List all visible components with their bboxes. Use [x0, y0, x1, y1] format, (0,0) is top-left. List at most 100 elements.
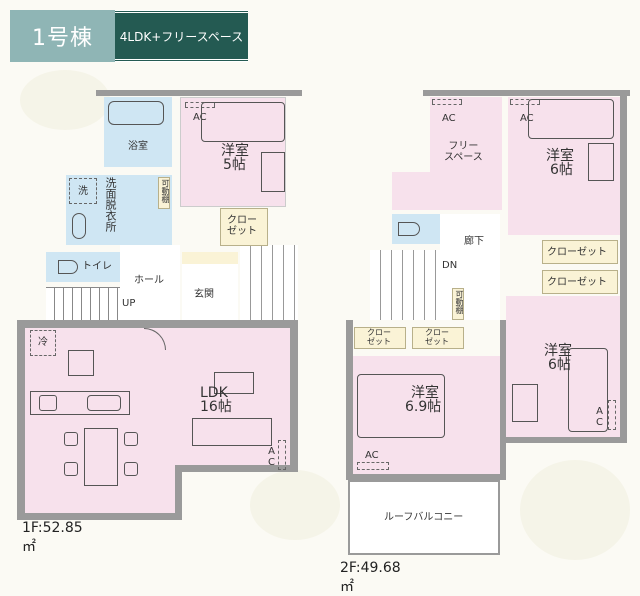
ac-unit: [278, 440, 286, 470]
bed-icon: [201, 102, 285, 142]
closet-wide-2: クローゼット: [542, 270, 618, 294]
wall: [620, 90, 627, 440]
stair-steps: [240, 245, 298, 320]
ac-label: A C: [268, 446, 275, 468]
room-toilet-2f: [392, 214, 440, 244]
ac-unit: [608, 400, 616, 430]
wall: [17, 320, 25, 520]
room-bath: 浴室: [104, 97, 172, 167]
wall: [290, 320, 298, 472]
wall: [346, 474, 506, 480]
room-western-6b: 洋室 6帖 A C: [506, 296, 620, 437]
ac-unit: [432, 99, 462, 105]
background-leaf: [250, 470, 340, 540]
bath-label: 浴室: [128, 141, 148, 152]
room-ldk-lower: [25, 420, 175, 513]
kitchen-counter: [30, 391, 130, 415]
floor-2-area: 2F:49.68㎡: [340, 560, 401, 595]
bed-icon: [357, 374, 445, 438]
desk-icon: [512, 384, 538, 422]
header: 1号棟 4LDK+フリースペース: [10, 10, 248, 62]
movable-shelf: 可動棚: [158, 177, 170, 209]
chair-icon: [124, 462, 138, 476]
bed-icon: [528, 99, 614, 139]
wall: [500, 437, 627, 443]
chair-icon: [124, 432, 138, 446]
stove-icon: [39, 395, 57, 411]
ac-label: AC: [442, 113, 456, 124]
wall: [17, 513, 177, 520]
wall: [423, 90, 630, 96]
up-label: UP: [122, 298, 136, 309]
wall: [96, 90, 302, 96]
corridor-label: 廊下: [464, 236, 484, 247]
ac-unit: [510, 99, 540, 105]
layout-type: 4LDK+フリースペース: [115, 10, 248, 62]
washer-icon: 洗: [69, 178, 97, 204]
toilet-icon: [398, 222, 420, 236]
sofa-icon: [192, 418, 272, 446]
tv-stand-icon: [214, 372, 254, 394]
wall: [175, 465, 298, 472]
wall: [175, 465, 182, 520]
sink-icon: [72, 213, 86, 239]
western-5-name: 洋室: [221, 143, 249, 159]
western-69-name: 洋室: [411, 385, 439, 401]
background-leaf: [520, 460, 630, 560]
dn-label: DN: [442, 260, 458, 271]
toilet-icon: [58, 260, 78, 274]
stairs-1f: UP: [46, 287, 136, 320]
bathtub-icon: [108, 101, 164, 125]
entrance-label: 玄関: [194, 289, 214, 300]
hall-label: ホール: [134, 275, 164, 286]
ldk-size: 16帖: [200, 399, 232, 415]
closet-wide-1: クローゼット: [542, 240, 618, 264]
stairs-2f: [370, 250, 440, 320]
ac-label: AC: [520, 113, 534, 124]
room-western-69: 洋室 6.9帖 AC: [353, 356, 500, 474]
room-entrance: 玄関: [182, 252, 238, 320]
western-6b-name: 洋室: [544, 343, 572, 359]
fridge-icon: 冷: [30, 330, 56, 356]
corridor: 廊下 DN: [440, 214, 500, 320]
closet-small-2: クロー ゼット: [412, 327, 464, 349]
wall: [500, 320, 506, 480]
washroom-label: 洗面脱衣所: [104, 177, 117, 232]
room-free-space-lower: [392, 172, 502, 210]
desk-icon: [261, 152, 285, 192]
closet-1f: クロー ゼット: [220, 208, 268, 246]
kitchen-sink-icon: [87, 395, 121, 411]
bed-icon: [568, 348, 608, 432]
background-leaf: [20, 70, 110, 130]
closet-small-1: クロー ゼット: [354, 327, 406, 349]
toilet-label: トイレ: [82, 261, 112, 272]
roof-balcony-label: ルーフバルコニー: [384, 512, 464, 523]
western-6b-size: 6帖: [548, 357, 571, 373]
ac-label: AC: [365, 450, 379, 461]
room-western-5: AC 洋室 5帖: [180, 97, 286, 207]
room-western-6a: AC 洋室 6帖: [508, 97, 620, 235]
ac-label: A C: [596, 406, 603, 428]
western-5-size: 5帖: [223, 157, 246, 173]
western-6a-name: 洋室: [546, 148, 574, 164]
western-69-size: 6.9帖: [405, 399, 442, 415]
free-space-label: フリー スペース: [444, 141, 483, 163]
floor-1-area: 1F:52.85㎡: [22, 520, 83, 555]
range-hood-icon: [68, 350, 94, 376]
chair-icon: [64, 462, 78, 476]
wall: [346, 320, 353, 480]
ac-unit: [357, 462, 389, 470]
ldk-name: LDK: [200, 385, 228, 401]
building-name: 1号棟: [10, 10, 115, 62]
ac-label: AC: [193, 112, 207, 123]
western-6a-size: 6帖: [550, 162, 573, 178]
roof-balcony: ルーフバルコニー: [348, 480, 500, 555]
dining-table-icon: [84, 428, 118, 486]
wall: [17, 320, 297, 328]
desk-icon: [588, 143, 614, 181]
ac-unit: [185, 102, 215, 108]
room-washroom: 洗 洗面脱衣所 可動棚: [66, 175, 172, 245]
movable-shelf-2f: 可動棚: [452, 288, 464, 320]
chair-icon: [64, 432, 78, 446]
room-toilet: トイレ: [46, 252, 120, 282]
